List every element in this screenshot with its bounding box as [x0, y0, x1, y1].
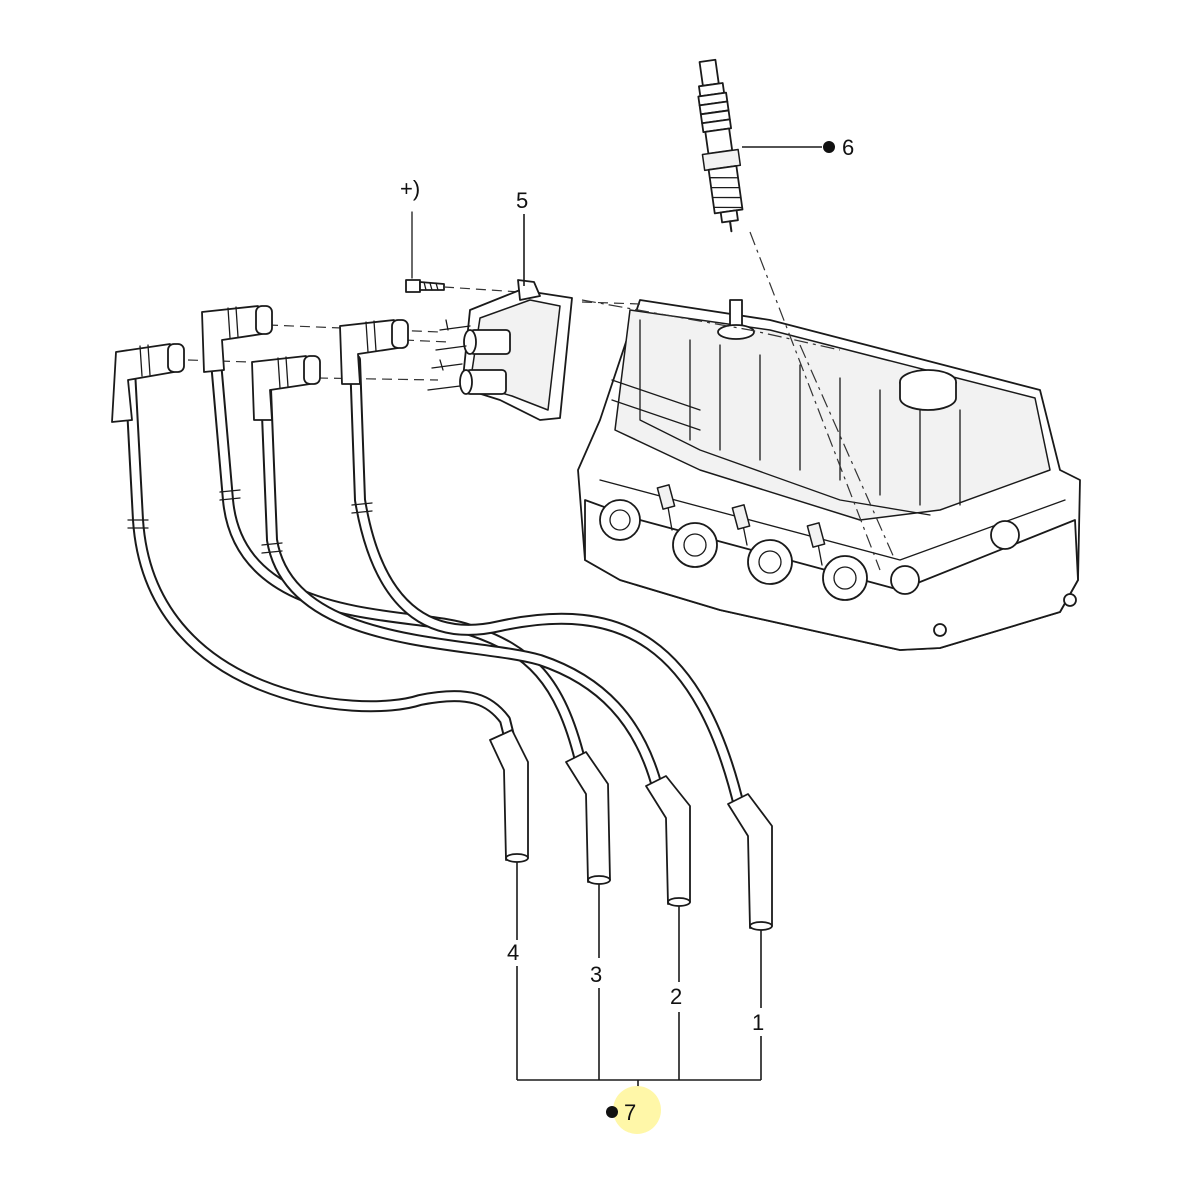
callout-screw: +)	[400, 176, 420, 201]
screw-illustration	[405, 211, 521, 293]
coil-axis	[581, 299, 841, 351]
ignition-leads-illustration	[111, 305, 773, 931]
callout-6: 6	[842, 135, 854, 160]
callout-4: 4	[507, 940, 519, 965]
callout-7-dot	[606, 1106, 618, 1118]
callout-7: 7	[624, 1100, 636, 1125]
callout-1: 1	[752, 1010, 764, 1035]
callout-7-highlight	[613, 1086, 661, 1134]
spark-plug-illustration	[697, 58, 744, 233]
ignition-coil-illustration	[427, 279, 573, 421]
callout-2: 2	[670, 984, 682, 1009]
callout-leaders	[516, 141, 835, 1096]
callout-3: 3	[590, 962, 602, 987]
cylinder-head-illustration	[577, 299, 1081, 651]
spark-plug-axis	[749, 231, 881, 571]
callout-5: 5	[516, 188, 528, 213]
